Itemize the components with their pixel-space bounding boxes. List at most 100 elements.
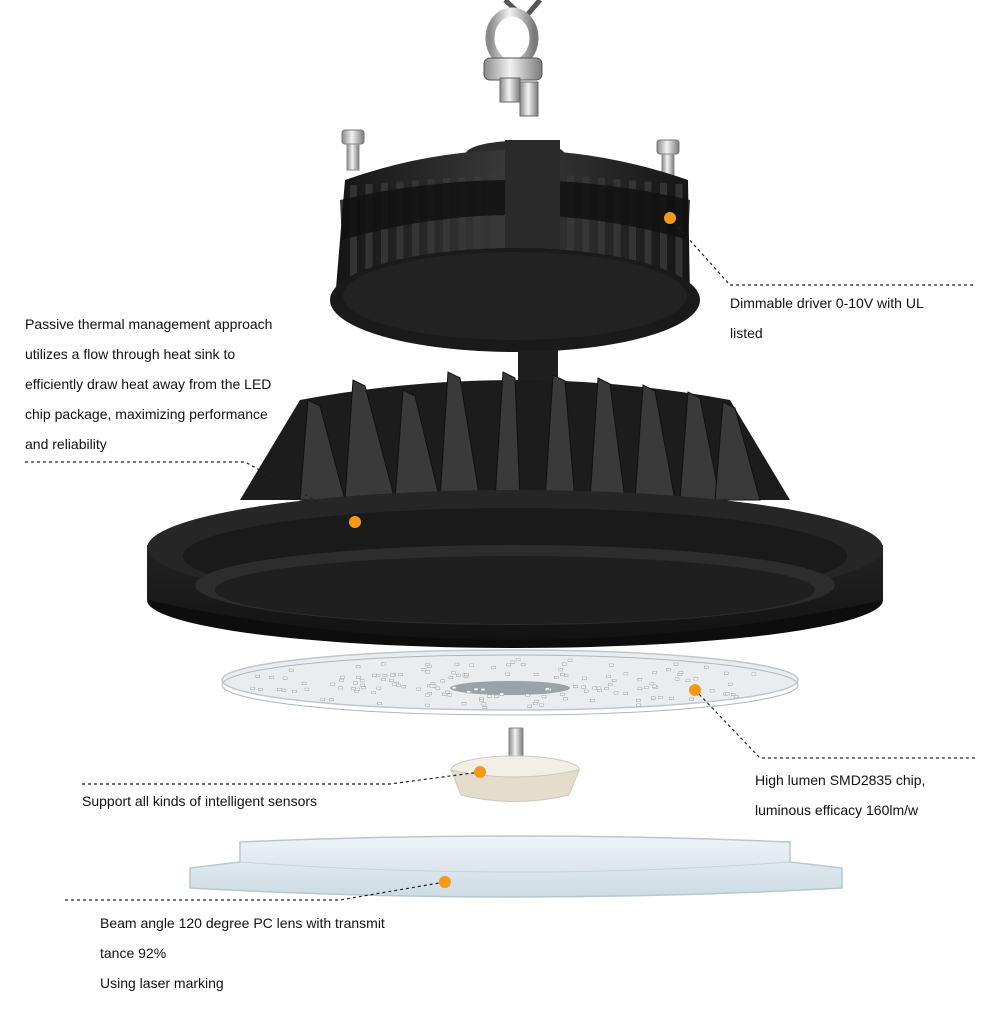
led-chip: [339, 678, 344, 682]
driver-fin: [582, 176, 590, 287]
led-chip: [533, 672, 539, 676]
marker-dot-icon: [474, 766, 486, 778]
led-chip: [338, 686, 343, 690]
driver-fin: [629, 180, 636, 291]
led-chip: [371, 691, 376, 694]
driver-callout-line: Dimmable driver 0-10V with UL: [730, 295, 924, 311]
driver-housing: [330, 140, 700, 352]
led-chip: [652, 671, 657, 675]
chip-callout-line: High lumen SMD2835 chip,: [755, 772, 926, 788]
driver-fin: [660, 182, 667, 293]
led-chip: [644, 686, 649, 689]
driver-fin: [613, 179, 621, 290]
leader-lines: [25, 212, 975, 901]
led-chip: [558, 668, 564, 672]
led-board: [221, 649, 799, 716]
led-chip: [674, 677, 680, 681]
led-chip: [499, 692, 505, 696]
led-chip: [506, 663, 512, 667]
driver-fin: [598, 178, 605, 288]
led-chip: [288, 668, 294, 672]
led-chip: [320, 698, 326, 701]
led-chip: [430, 682, 436, 685]
led-chip: [351, 687, 356, 691]
driver-callout-text: Dimmable driver 0-10V with UL listed: [730, 288, 924, 348]
led-chip: [604, 687, 609, 691]
leader-line: [82, 771, 481, 785]
led-chip: [454, 662, 460, 666]
chip-callout-text: High lumen SMD2835 chip, luminous effica…: [755, 765, 925, 825]
led-chip: [292, 690, 297, 693]
driver-fin: [350, 185, 357, 296]
led-chip: [356, 675, 361, 679]
led-chip: [651, 696, 656, 700]
led-chip: [416, 687, 421, 691]
led-chip: [611, 678, 617, 682]
led-chip: [389, 679, 394, 682]
led-chip: [361, 686, 366, 690]
led-chip: [440, 679, 446, 683]
led-chip: [583, 689, 589, 693]
led-chip: [429, 684, 435, 688]
led-chip: [398, 673, 403, 676]
led-chip: [637, 678, 643, 682]
driver-callout-line: listed: [730, 325, 763, 341]
led-chip: [355, 687, 360, 691]
screw-icon: [341, 129, 365, 171]
thermal-callout-line: Passive thermal management approach: [25, 316, 273, 332]
driver-fin: [644, 181, 652, 292]
led-chip: [560, 673, 565, 677]
led-chip: [505, 672, 511, 676]
lens-callout-line: Using laser marking: [100, 975, 224, 991]
led-chip: [479, 698, 484, 702]
led-chip: [636, 698, 641, 702]
led-chip: [390, 673, 395, 677]
led-chip: [658, 696, 663, 700]
lens-callout-line: tance 92%: [100, 945, 167, 961]
led-chip: [282, 676, 288, 680]
led-chip: [563, 674, 569, 677]
lens-callout-text: Beam angle 120 degree PC lens with trans…: [100, 908, 385, 998]
led-chip: [685, 678, 691, 682]
led-chip: [480, 688, 486, 691]
led-chip: [469, 663, 474, 667]
heat-sink-fins: [299, 371, 761, 501]
led-chip: [525, 693, 530, 697]
led-chip: [623, 691, 628, 695]
led-chip: [448, 676, 454, 679]
led-chip: [425, 693, 430, 697]
thermal-callout-line: and reliability: [25, 436, 107, 452]
led-chip: [727, 682, 733, 686]
led-chip: [689, 697, 694, 701]
led-chip: [330, 682, 335, 686]
led-chip: [709, 689, 715, 693]
sensor-callout-text: Support all kinds of intelligent sensors: [82, 786, 317, 816]
led-chips: [250, 657, 757, 709]
led-chip: [328, 698, 334, 702]
led-chip: [520, 663, 526, 666]
led-chip: [567, 658, 573, 662]
led-chip: [451, 671, 456, 675]
led-chip: [401, 685, 407, 689]
led-chip: [424, 703, 430, 707]
marker-dot-icon: [664, 212, 676, 224]
led-chip: [381, 662, 386, 666]
heat-sink: [240, 350, 790, 501]
led-chip: [596, 686, 602, 690]
led-chip: [637, 686, 643, 690]
led-chip: [592, 686, 597, 690]
driver-fin: [381, 182, 388, 293]
driver-fin: [412, 180, 419, 291]
led-chip: [482, 706, 488, 709]
led-chip: [461, 702, 467, 706]
sensor-module: [450, 727, 580, 802]
led-chip: [534, 699, 539, 703]
led-chip: [651, 684, 657, 688]
led-chip: [582, 676, 587, 680]
led-chip: [376, 686, 382, 690]
led-chip: [669, 696, 674, 700]
heat-sink-fin: [714, 401, 761, 501]
led-chip: [724, 692, 730, 696]
driver-fin: [396, 181, 404, 292]
